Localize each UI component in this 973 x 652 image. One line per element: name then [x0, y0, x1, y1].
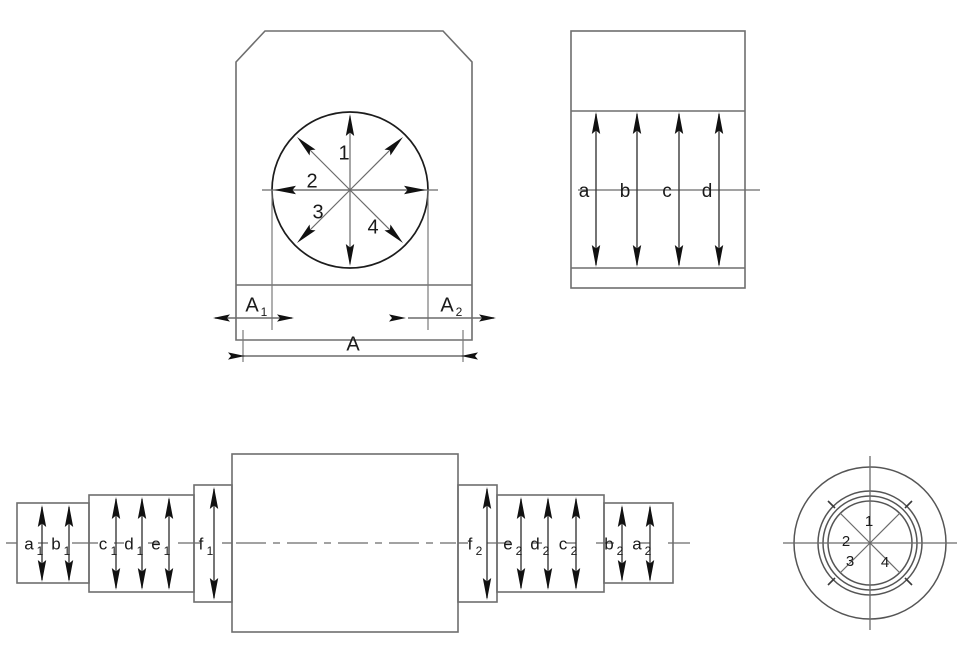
dim-arrow-a2-left	[389, 314, 406, 322]
end-view-label-2: 2	[842, 533, 850, 550]
measure-label-d1-subscript: 1	[137, 544, 144, 558]
measure-label-b: b	[620, 181, 631, 202]
measure-label-c2-subscript: 2	[571, 544, 578, 558]
dim-label-a1: A	[245, 294, 259, 316]
measure-label-e1-subscript: 1	[164, 544, 171, 558]
measure-label-b2-subscript: 2	[617, 544, 624, 558]
measure-label-a1-subscript: 1	[37, 544, 44, 558]
measure-label-b1-subscript: 1	[64, 544, 71, 558]
measure-label-c1: c	[99, 534, 108, 553]
measure-label-e1: e	[151, 534, 160, 553]
dim-label-a1-subscript: 1	[261, 305, 268, 319]
measure-label-a1: a	[24, 534, 34, 553]
measure-label-e2: e	[503, 534, 512, 553]
bore-radial-upright-line	[349, 142, 398, 191]
measure-label-d1: d	[124, 534, 133, 553]
dim-label-a: A	[346, 333, 360, 355]
measure-label-d2-subscript: 2	[543, 544, 550, 558]
bore-radial-downleft-line	[302, 189, 351, 238]
shaft-step-right-mid	[496, 494, 605, 593]
measure-label-f1: f	[199, 534, 204, 553]
measure-label-a2-subscript: 2	[645, 544, 652, 558]
measure-label-f1-subscript: 1	[207, 544, 214, 558]
end-view-tick-upright	[904, 500, 913, 509]
dim-label-a2: A	[440, 294, 454, 316]
end-view-radial-upleft	[839, 512, 871, 544]
bore-label-4: 4	[367, 216, 378, 238]
measure-label-d2: d	[530, 534, 539, 553]
end-view-label-1: 1	[865, 513, 873, 530]
end-view-tick-downleft	[827, 577, 836, 586]
measure-label-f2: f	[468, 534, 473, 553]
view-bottom-left-shaft-section: a 1 b 1 c 1 d 1 e 1 f 1	[6, 453, 690, 633]
end-view-tick-downright	[904, 577, 913, 586]
measure-label-e2-subscript: 2	[516, 544, 523, 558]
bore-label-2: 2	[306, 170, 317, 192]
measure-label-a: a	[579, 181, 590, 202]
end-view-label-3: 3	[846, 553, 854, 570]
measure-label-d: d	[702, 181, 713, 202]
bore-radial-downright-line	[349, 189, 398, 238]
measure-label-f2-subscript: 2	[476, 544, 483, 558]
measure-label-c: c	[662, 181, 672, 202]
end-view-tick-upleft	[827, 500, 836, 509]
view-top-left-front-elevation: 1 2 3 4 A 1 A 2 A	[213, 30, 496, 362]
bore-radial-upleft-line	[302, 142, 351, 191]
end-view-label-4: 4	[881, 554, 889, 571]
measure-label-a2: a	[632, 534, 642, 553]
end-view-radial-downleft	[839, 542, 871, 574]
body-outline-top-right	[570, 30, 746, 289]
measure-label-b2: b	[604, 534, 613, 553]
measure-label-b1: b	[51, 534, 60, 553]
end-view-radial-upright	[869, 512, 901, 544]
bore-label-3: 3	[312, 201, 323, 223]
end-view-radial-downright	[869, 542, 901, 574]
view-top-right-side-elevation: a b c d	[570, 30, 760, 289]
bore-label-1: 1	[338, 142, 349, 164]
measure-label-c1-subscript: 1	[111, 544, 118, 558]
dim-label-a2-subscript: 2	[456, 305, 463, 319]
measure-label-c2: c	[559, 534, 568, 553]
view-bottom-right-end-view: 1 2 3 4	[783, 456, 957, 630]
body-outline-top-left	[235, 30, 473, 341]
